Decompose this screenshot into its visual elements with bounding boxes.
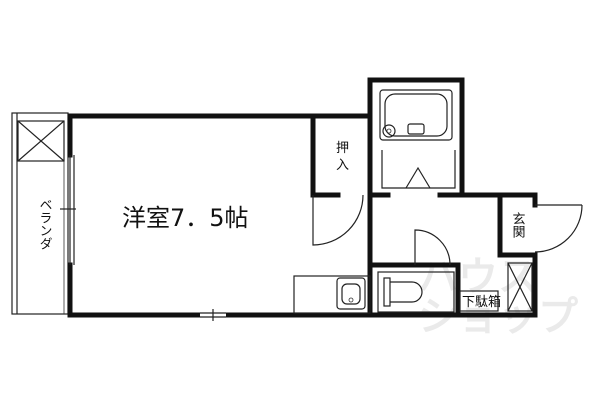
- toilet-room: [377, 271, 455, 313]
- toilet: [377, 271, 455, 313]
- window-bottom: [200, 309, 226, 321]
- closet-label-2: 入: [336, 158, 349, 173]
- toilet-tank-icon: [383, 277, 391, 307]
- shoe-box-label: 下駄箱: [462, 294, 501, 310]
- toilet-bowl-icon: [390, 281, 423, 303]
- closet-door: [312, 194, 364, 246]
- kitchen: [293, 275, 371, 314]
- unit-bath: [379, 89, 456, 189]
- entrance-label: 玄関: [510, 212, 526, 239]
- walls: [67, 77, 538, 318]
- shoe-box-outline: [459, 290, 499, 312]
- bathtub-icon: [379, 89, 453, 141]
- entrance-door: [534, 204, 583, 253]
- faucet-icon: [407, 123, 425, 135]
- window-balcony: [69, 155, 75, 265]
- ac-unit-icon: [17, 120, 65, 162]
- balcony-label: ベランダ: [37, 198, 53, 250]
- balcony-outline: [11, 112, 69, 315]
- main-room-label: 洋室7．5帖: [122, 204, 249, 232]
- storage-box-icon: [507, 262, 533, 312]
- sink-icon: [341, 283, 361, 305]
- drain-icon: [382, 124, 396, 138]
- storage-box: [507, 262, 533, 312]
- kitchen-counter-icon: [293, 275, 371, 314]
- balcony: ベランダ: [11, 112, 76, 315]
- shoe-box: 下駄箱: [459, 290, 501, 312]
- closet-label-1: 押: [336, 141, 349, 156]
- corridor-door: [414, 229, 451, 266]
